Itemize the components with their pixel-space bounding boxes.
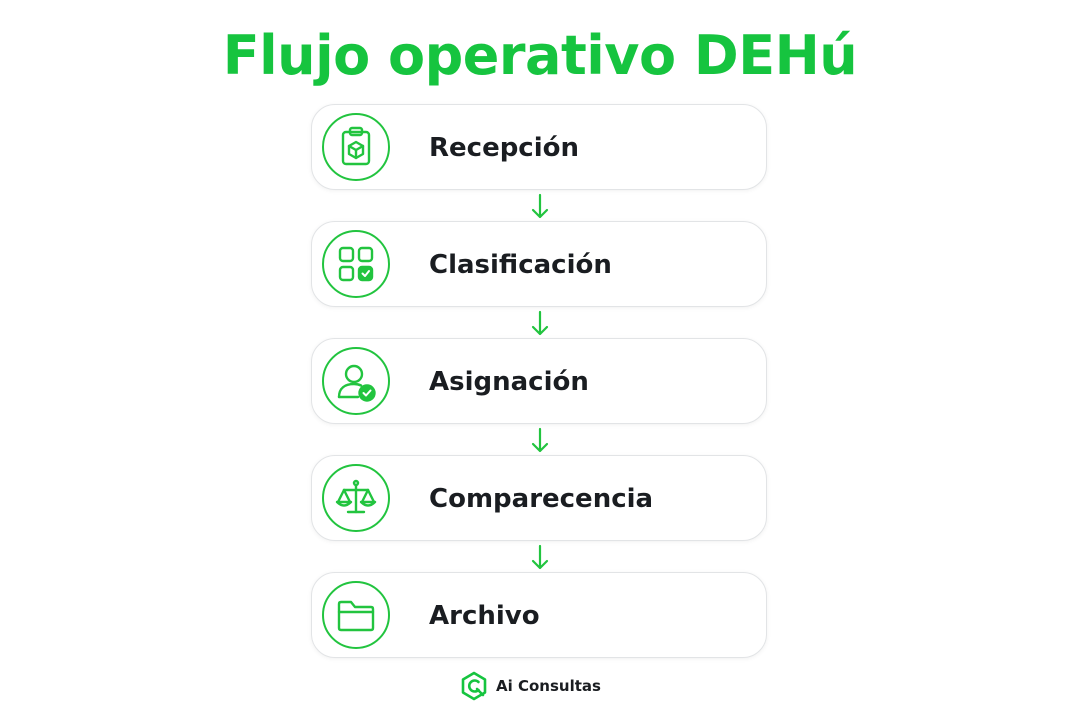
diagram-title: Flujo operativo DEHú: [222, 24, 858, 87]
arrow-down-icon: [531, 544, 549, 570]
step-comparecencia: Comparecencia: [311, 455, 767, 541]
step-label: Recepción: [429, 133, 580, 163]
step-label: Clasificación: [429, 250, 612, 280]
scale-balance-icon: [322, 464, 390, 532]
user-check-icon: [322, 347, 390, 415]
ai-consultas-logo: [461, 671, 487, 701]
arrow-down-icon: [531, 427, 549, 453]
step-archivo: Archivo: [311, 572, 767, 658]
step-asignacion: Asignación: [311, 338, 767, 424]
clipboard-package-icon: [322, 113, 390, 181]
folder-icon: [322, 581, 390, 649]
step-label: Asignación: [429, 367, 589, 397]
arrow-down-icon: [531, 193, 549, 219]
arrow-down-icon: [531, 310, 549, 336]
step-label: Archivo: [429, 601, 540, 631]
step-recepcion: Recepción: [311, 104, 767, 190]
step-label: Comparecencia: [429, 484, 654, 514]
step-clasificacion: Clasificación: [311, 221, 767, 307]
grid-check-icon: [322, 230, 390, 298]
brand-name: Ai Consultas: [496, 677, 601, 695]
